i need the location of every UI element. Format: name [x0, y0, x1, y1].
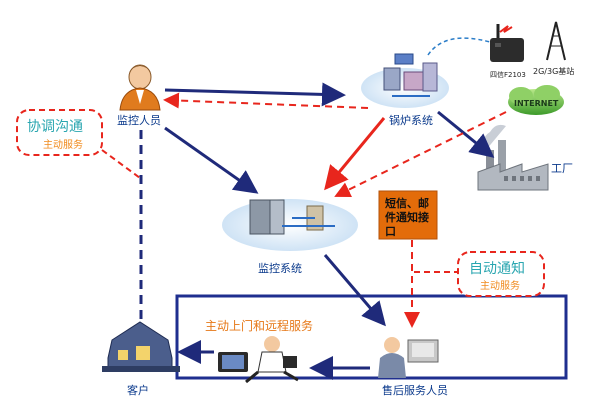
- monitor-system-icon: [222, 199, 358, 251]
- boiler-system-label: 锅炉系统: [389, 114, 433, 127]
- coordinate-callout: [16, 109, 103, 156]
- after-sales-label: 售后服务人员: [382, 383, 448, 397]
- base-station-label: 2G/3G基站: [533, 66, 574, 76]
- service-frame: [175, 294, 568, 380]
- coordinate-callout-subtitle: 主动服务: [43, 138, 83, 151]
- customer-label: 客户: [127, 383, 149, 397]
- base-station-icon: [546, 21, 566, 61]
- modem-icon: [490, 24, 524, 62]
- modem-label: 四信F2103: [490, 70, 526, 79]
- service-technician-icon: [218, 336, 299, 384]
- boiler-system-icon: [361, 53, 449, 108]
- sms-interface-label: 短信、邮 件通知接 口: [385, 196, 433, 238]
- customer-house-icon: [102, 321, 180, 372]
- auto-notify-callout-title: 自动通知: [469, 260, 525, 277]
- monitor-person-label: 监控人员: [117, 113, 161, 127]
- auto-notify-callout: [457, 251, 545, 297]
- sms-email-interface-box: [378, 190, 438, 240]
- factory-icon: [477, 124, 549, 191]
- auto-notify-callout-subtitle: 主动服务: [480, 279, 520, 292]
- after-sales-person-icon: [378, 337, 439, 378]
- monitor-person-icon: [119, 64, 161, 111]
- flow-arrows: [101, 37, 507, 380]
- coordinate-callout-title: 协调沟通: [27, 119, 83, 135]
- onsite-service-label: 主动上门和远程服务: [205, 318, 313, 333]
- factory-label: 工厂: [551, 162, 573, 175]
- internet-cloud-icon: [508, 85, 564, 115]
- monitor-system-label: 监控系统: [258, 261, 302, 275]
- internet-label: INTERNET: [514, 99, 559, 108]
